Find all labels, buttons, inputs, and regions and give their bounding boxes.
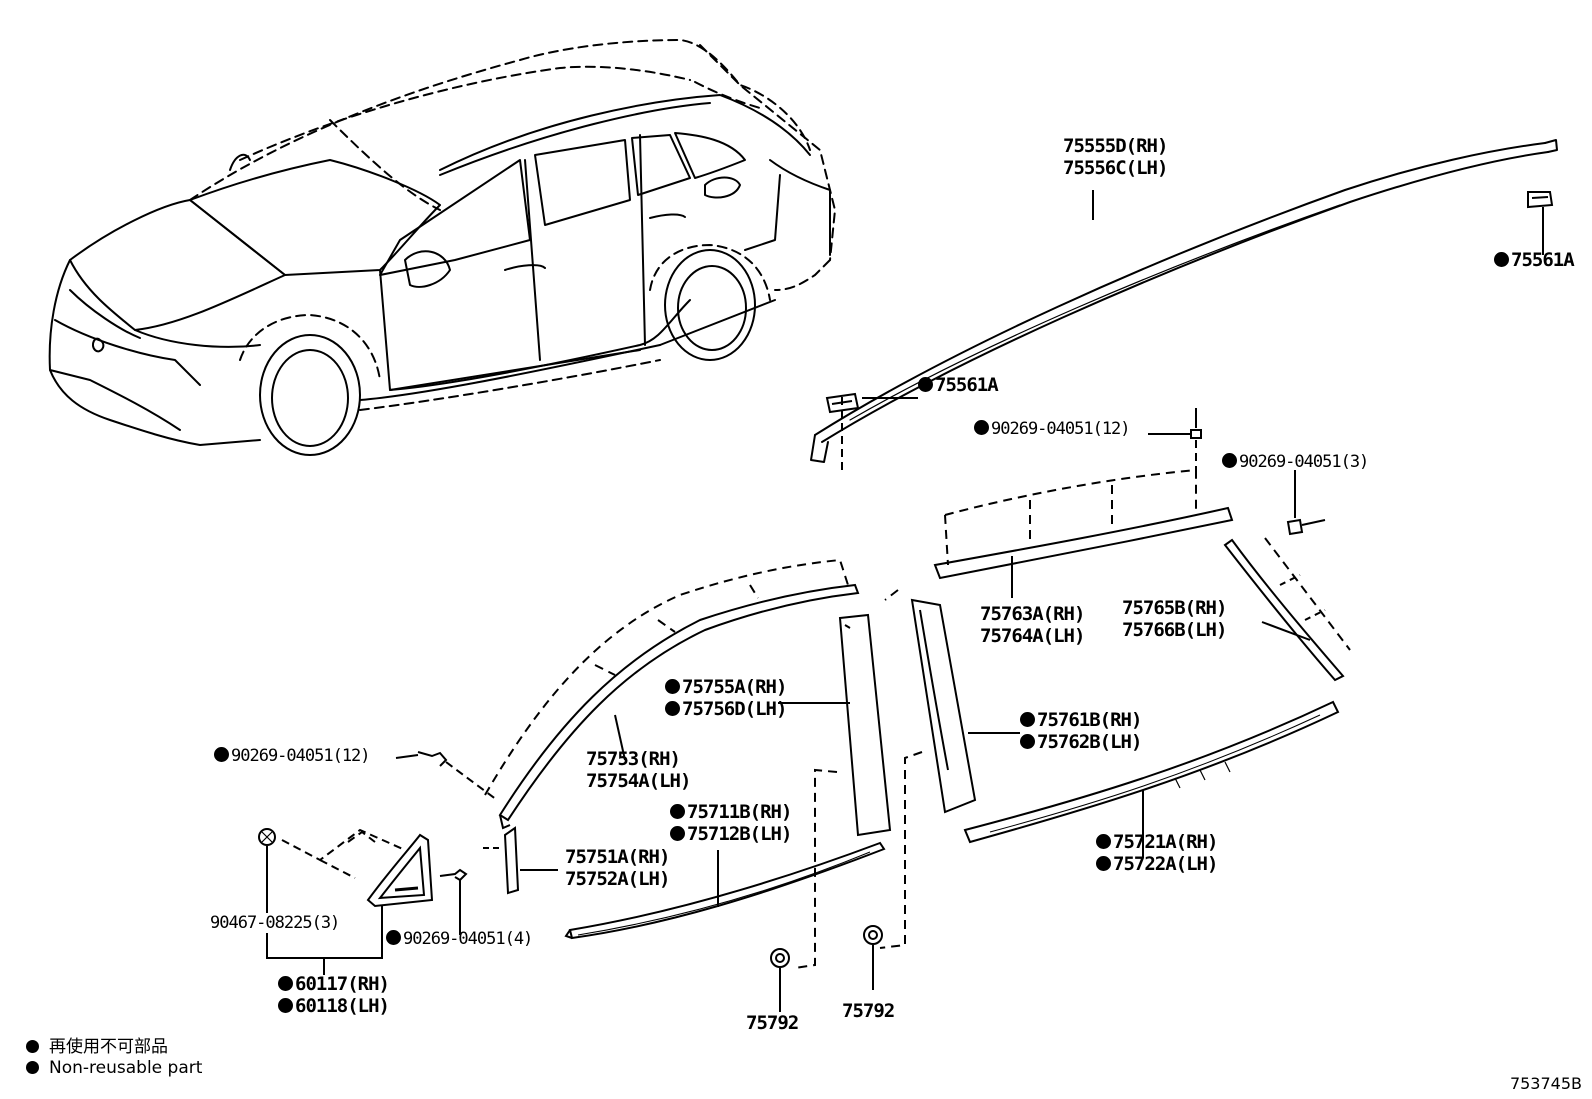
front-pillar-garnish — [778, 613, 892, 837]
rear-upper-molding — [933, 506, 1234, 598]
non-reusable-dot-icon — [1222, 453, 1237, 468]
front-belt-molding — [564, 841, 886, 940]
label-clip-upper-right: 90269-04051(3) — [1222, 451, 1369, 473]
non-reusable-dot-icon — [278, 998, 293, 1013]
label-bolt: 90467-08225(3) — [210, 913, 340, 933]
clip-upper-right-icon — [1286, 470, 1326, 536]
label-clip-small: 90269-04051(4) — [386, 928, 533, 950]
clip-small-icon — [439, 868, 468, 935]
rear-quarter-molding — [1223, 537, 1351, 682]
nut-1-icon — [770, 948, 790, 1012]
label-center-pillar-garnish: 75761B(RH) 75762B(LH) — [1020, 709, 1142, 753]
non-reusable-dot-icon — [1096, 834, 1111, 849]
door-phantom-lines — [794, 589, 923, 969]
corner-cover-icon — [366, 833, 434, 908]
label-rear-belt-molding: 75721A(RH) 75722A(LH) — [1096, 831, 1218, 875]
non-reusable-dot-icon — [1096, 856, 1111, 871]
small-garnish — [483, 826, 558, 895]
label-rear-upper-molding: 75763A(RH) 75764A(LH) — [980, 603, 1085, 647]
non-reusable-dot-icon — [26, 1061, 39, 1074]
roof-clip-front-icon — [825, 392, 918, 470]
roof-molding — [810, 139, 1558, 463]
label-nut-2: 75792 — [842, 1000, 895, 1022]
label-roof-clip-rear: 75561A — [1494, 249, 1575, 271]
non-reusable-dot-icon — [670, 804, 685, 819]
non-reusable-dot-icon — [665, 701, 680, 716]
reference-code: 753745B — [1509, 1074, 1582, 1093]
label-nut-1: 75792 — [746, 1012, 799, 1034]
non-reusable-dot-icon — [670, 826, 685, 841]
rear-belt-molding — [963, 700, 1340, 858]
label-clip-upper-mid: 90269-04051(12) — [974, 418, 1131, 440]
label-rear-quarter-molding: 75765B(RH) 75766B(LH) — [1122, 597, 1227, 641]
non-reusable-dot-icon — [1020, 712, 1035, 727]
corner-cover-bracket — [266, 906, 383, 975]
non-reusable-dot-icon — [665, 679, 680, 694]
clip-upper-mid-icon — [1148, 408, 1202, 478]
non-reusable-dot-icon — [26, 1040, 39, 1053]
bolt-icon — [258, 828, 276, 913]
legend-item-en: Non-reusable part — [26, 1058, 202, 1078]
label-corner-cover: 60117(RH) 60118(LH) — [278, 973, 390, 1017]
legend-item-jp: 再使用不可部品 — [26, 1032, 168, 1057]
clip-left-icon — [395, 751, 498, 801]
label-small-garnish: 75751A(RH) 75752A(LH) — [565, 846, 670, 890]
center-pillar-garnish — [910, 598, 1020, 814]
label-roof-molding: 75555D(RH) 75556C(LH) — [1063, 135, 1168, 179]
label-front-pillar-garnish: 75755A(RH) 75756D(LH) — [665, 676, 787, 720]
non-reusable-dot-icon — [386, 930, 401, 945]
non-reusable-dot-icon — [214, 747, 229, 762]
non-reusable-dot-icon — [918, 377, 933, 392]
label-clip-left: 90269-04051(12) — [214, 745, 371, 767]
non-reusable-dot-icon — [278, 976, 293, 991]
label-front-belt-molding: 75711B(RH) 75712B(LH) — [670, 801, 792, 845]
nut-2-icon — [863, 925, 883, 990]
label-front-upper-molding: 75753(RH) 75754A(LH) — [586, 748, 691, 792]
front-door-frame-phantom — [484, 558, 849, 796]
vehicle-illustration — [48, 39, 836, 456]
non-reusable-dot-icon — [1020, 734, 1035, 749]
roof-clip-rear-icon — [1527, 191, 1554, 255]
label-roof-clip-front: 75561A — [918, 374, 999, 396]
front-upper-molding — [498, 583, 860, 830]
non-reusable-dot-icon — [1494, 252, 1509, 267]
non-reusable-dot-icon — [974, 420, 989, 435]
upper-door-frame-phantom — [944, 468, 1197, 566]
corner-cover-phantom — [281, 828, 406, 879]
